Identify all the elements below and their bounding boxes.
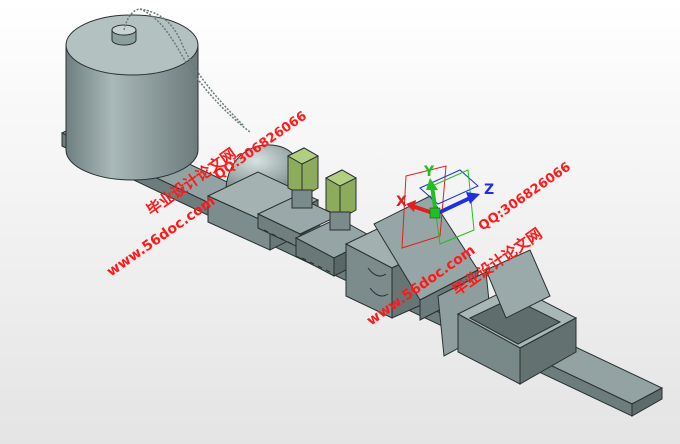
actuator-right[interactable] — [324, 169, 358, 231]
outlet-box[interactable] — [437, 249, 578, 385]
triad-x-label: X — [396, 194, 407, 210]
triad-y-label: Y — [423, 164, 435, 180]
triad-y-plane — [431, 169, 475, 245]
lifting-chain — [123, 8, 251, 133]
actuator-left[interactable] — [286, 147, 320, 209]
triad-z-axis — [435, 196, 471, 216]
coordinate-triad: X Y Z — [396, 164, 494, 249]
triad-origin — [429, 207, 441, 219]
triad-x-plane — [401, 165, 447, 249]
triad-z-label: Z — [484, 182, 494, 198]
gear-train[interactable] — [256, 195, 376, 277]
storage-tank[interactable] — [65, 14, 199, 181]
